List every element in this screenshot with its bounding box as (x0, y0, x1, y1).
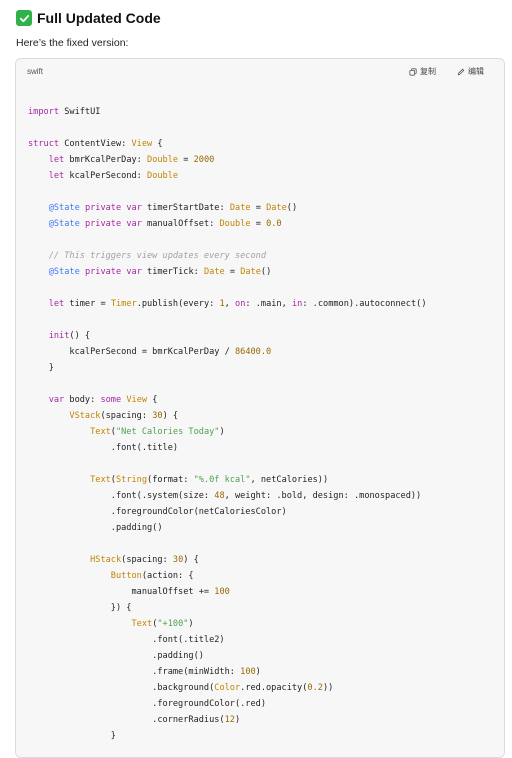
code-line: .font(.system(size: 48, weight: .bold, d… (28, 491, 422, 501)
code-line: HStack(spacing: 30) { (90, 555, 199, 565)
code-language-label: swift (27, 67, 43, 76)
code-line: import SwiftUI (28, 107, 101, 117)
intro-text: Here’s the fixed version: (16, 37, 129, 49)
code-line: Text("+100") (131, 619, 194, 629)
code-line: @State private var manualOffset: Double … (48, 219, 282, 229)
code-block-header: swift 复制 编辑 (16, 59, 504, 85)
copy-icon (409, 67, 417, 76)
code-line: .font(.title) (28, 443, 179, 453)
code-line: var body: some View { (48, 395, 158, 405)
copy-button-label: 复制 (420, 67, 436, 76)
code-line: VStack(spacing: 30) { (69, 411, 179, 421)
code-line: .padding() (28, 523, 163, 533)
code-block: swift 复制 编辑 import SwiftUI struct Conten… (15, 58, 505, 758)
code-content: import SwiftUI struct ContentView: View … (28, 88, 427, 744)
code-line: .frame(minWidth: 100) (28, 667, 261, 677)
code-line: // This triggers view updates every seco… (48, 251, 267, 261)
code-line: Text("Net Calories Today") (90, 427, 225, 437)
code-line: .foregroundColor(.red) (28, 699, 266, 709)
code-line: .cornerRadius(12) (28, 715, 241, 725)
heading-text: Full Updated Code (37, 10, 161, 26)
code-line: .padding() (28, 651, 204, 661)
code-line: } (28, 363, 54, 373)
edit-icon (457, 68, 465, 75)
code-line: manualOffset += 100 (28, 587, 230, 597)
code-line: init() { (48, 331, 91, 341)
code-line: struct ContentView: View { (28, 139, 163, 149)
code-line: .font(.title2) (28, 635, 225, 645)
edit-button-label: 编辑 (468, 67, 484, 76)
code-line: kcalPerSecond = bmrKcalPerDay / 86400.0 (28, 347, 272, 357)
code-line: Text(String(format: "%.0f kcal", netCalo… (90, 475, 329, 485)
code-line: Button(action: { (110, 571, 194, 581)
code-line: } (28, 731, 116, 741)
edit-button[interactable]: 编辑 (457, 66, 484, 77)
copy-button[interactable]: 复制 (409, 66, 436, 77)
check-mark-icon (16, 10, 32, 26)
code-line: }) { (28, 603, 132, 613)
code-line: let bmrKcalPerDay: Double = 2000 (48, 155, 215, 165)
code-line: .background(Color.red.opacity(0.2)) (28, 683, 334, 693)
section-heading: Full Updated Code (16, 8, 161, 28)
code-line: let kcalPerSecond: Double (48, 171, 179, 181)
code-line: let timer = Timer.publish(every: 1, on: … (48, 299, 427, 309)
code-line: .foregroundColor(netCaloriesColor) (28, 507, 287, 517)
code-line: @State private var timerStartDate: Date … (48, 203, 298, 213)
code-line: @State private var timerTick: Date = Dat… (48, 267, 272, 277)
